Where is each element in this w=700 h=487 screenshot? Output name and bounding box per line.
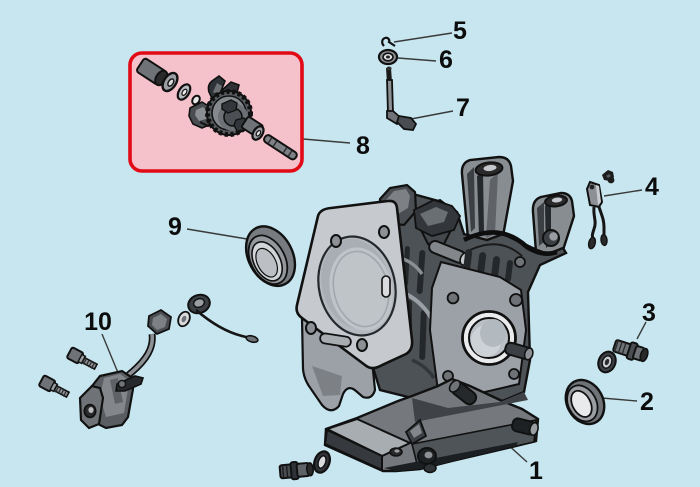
- svg-text:7: 7: [456, 94, 470, 122]
- svg-text:2: 2: [640, 388, 654, 416]
- svg-text:9: 9: [168, 213, 182, 241]
- svg-text:10: 10: [84, 308, 112, 336]
- svg-text:8: 8: [356, 132, 370, 160]
- svg-text:3: 3: [642, 299, 656, 327]
- svg-text:4: 4: [645, 173, 659, 201]
- svg-text:1: 1: [529, 457, 543, 485]
- svg-text:6: 6: [439, 46, 453, 74]
- svg-text:5: 5: [453, 17, 467, 45]
